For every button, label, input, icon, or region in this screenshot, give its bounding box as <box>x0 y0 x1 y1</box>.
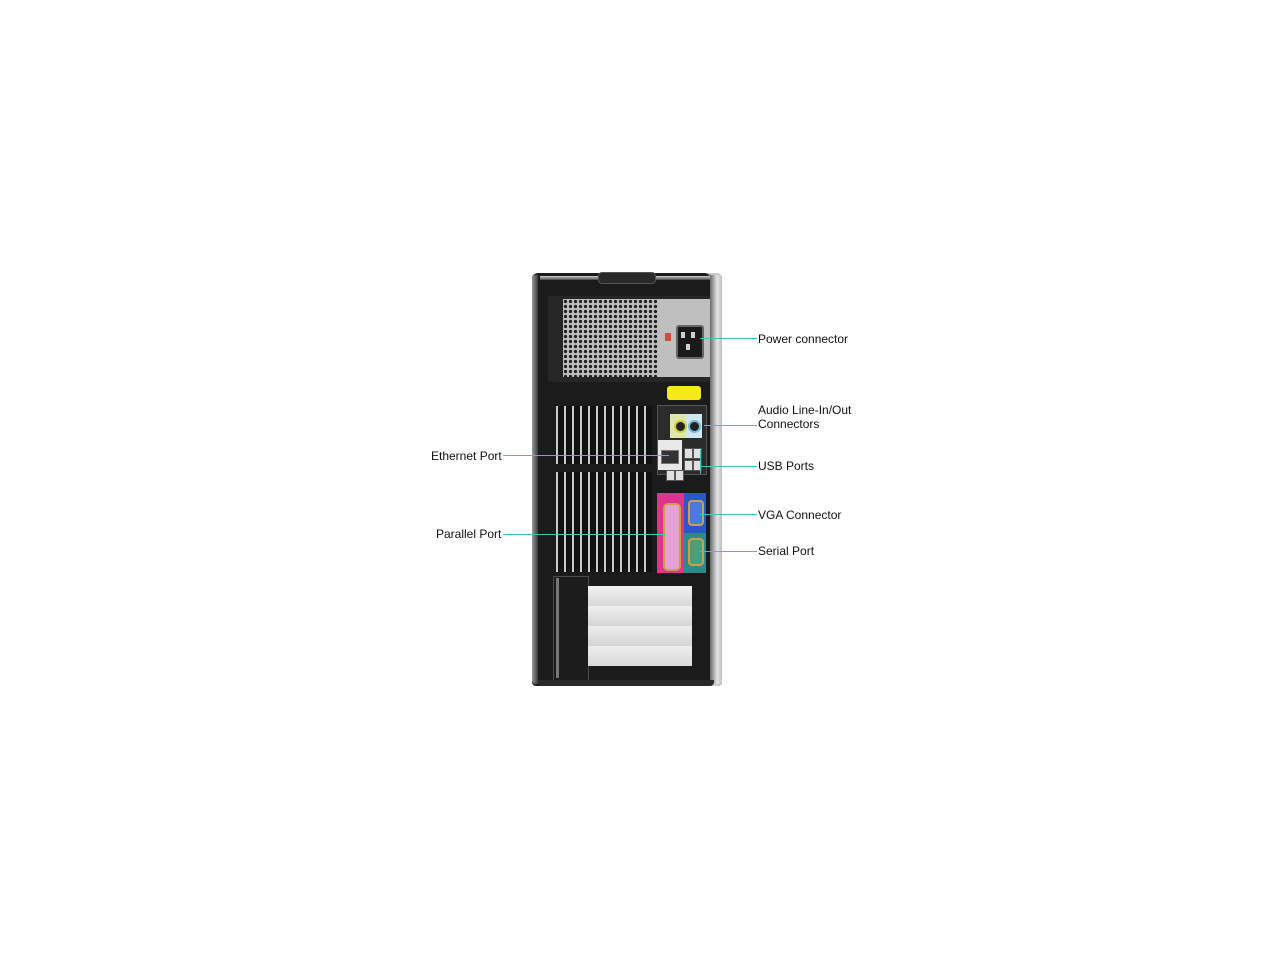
parallel-port-icon <box>663 503 681 571</box>
label-usb-ports: USB Ports <box>758 459 815 473</box>
usb-port-icon <box>693 448 702 459</box>
label-audio-line1: Audio Line-In/Out <box>758 403 852 417</box>
label-power-connector: Power connector <box>758 332 849 346</box>
vent-grill-top <box>556 406 652 464</box>
label-audio-line2: Connectors <box>758 417 820 431</box>
leader-bracket-usb <box>700 450 701 474</box>
line-out-jack-icon <box>674 420 687 433</box>
usb-port-icon <box>675 470 684 481</box>
ethernet-port-icon <box>661 450 679 464</box>
expansion-slot-covers <box>588 586 692 666</box>
usb-port-icon <box>684 448 693 459</box>
leader-line-parallel <box>503 534 666 535</box>
label-parallel-port: Parallel Port <box>436 527 502 541</box>
serial-port-icon <box>688 538 704 566</box>
label-vga-connector: VGA Connector <box>758 508 842 522</box>
leader-line-power <box>700 338 757 339</box>
leader-line-usb <box>700 466 757 467</box>
tower-bottom-edge <box>538 680 714 686</box>
tower-left-edge <box>532 275 538 684</box>
leader-line-serial <box>700 551 757 552</box>
power-socket-icon <box>676 325 704 359</box>
line-in-jack-icon <box>688 420 701 433</box>
vga-connector-icon <box>688 500 704 526</box>
vent-grill-bottom <box>556 472 652 572</box>
voltage-switch-icon <box>665 333 671 341</box>
slot-lever <box>556 578 559 678</box>
leader-line-audio <box>704 425 757 426</box>
usb-port-icon <box>684 460 693 471</box>
usb-port-icon <box>693 460 702 471</box>
psu-fan-grill <box>563 299 658 377</box>
top-handle <box>598 272 656 284</box>
usb-port-icon <box>666 470 675 481</box>
leader-line-ethernet <box>503 455 669 456</box>
leader-line-vga <box>700 514 757 515</box>
service-tag-label <box>667 386 701 400</box>
tower-right-side-panel <box>710 275 722 684</box>
label-serial-port: Serial Port <box>758 544 815 558</box>
label-ethernet-port: Ethernet Port <box>431 449 502 463</box>
